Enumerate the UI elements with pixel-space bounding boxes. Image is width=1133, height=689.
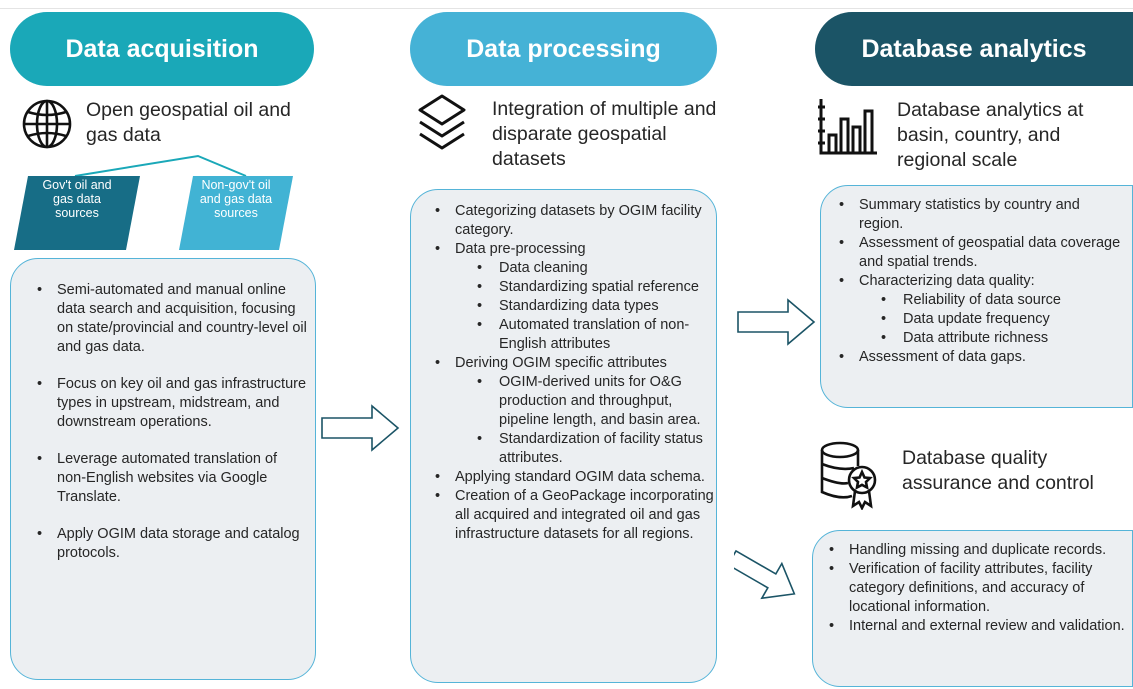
list-item: Deriving OGIM specific attributes OGIM-d…: [433, 354, 715, 468]
list-item: Semi-automated and manual online data se…: [35, 281, 307, 357]
list-item: Handling missing and duplicate records.: [827, 541, 1127, 560]
data-processing-header: Data processing: [410, 12, 717, 86]
database-analytics-title: Database analytics: [861, 34, 1087, 63]
list-item: Verification of facility attributes, fac…: [827, 560, 1127, 617]
acquisition-box: Semi-automated and manual online data se…: [10, 258, 316, 680]
processing-heading: Integration of multiple and disparate ge…: [492, 98, 717, 170]
list-item: Leverage automated translation of non-En…: [35, 450, 307, 507]
sub-list-item: Data attribute richness: [879, 329, 1127, 348]
arrow-acquisition-to-processing: [321, 404, 400, 452]
arrow-processing-to-quality: [734, 549, 796, 600]
list-item: Assessment of data gaps.: [837, 348, 1127, 367]
list-item: Apply OGIM data storage and catalog prot…: [35, 525, 307, 563]
list-item: Assessment of geospatial data coverage a…: [837, 234, 1127, 272]
source-connector: [74, 154, 247, 177]
arrow-processing-to-analytics: [737, 298, 816, 346]
sub-list-item: Automated translation of non-English att…: [475, 316, 715, 354]
nongov-source-label: Non-gov't oil and gas data sources: [199, 178, 273, 220]
processing-list: Categorizing datasets by OGIM facility c…: [433, 202, 715, 544]
sub-list-item: Standardizing spatial reference: [475, 278, 715, 297]
database-badge-icon: [820, 441, 877, 510]
source-shapes: [14, 154, 293, 250]
sub-list-item: Reliability of data source: [879, 291, 1127, 310]
data-processing-title: Data processing: [466, 34, 661, 63]
sub-list-item: OGIM-derived units for O&G production an…: [475, 373, 715, 430]
list-item: Applying standard OGIM data schema.: [433, 468, 715, 487]
top-divider: [0, 8, 1133, 9]
bar-chart-icon: [818, 99, 877, 155]
list-item: Summary statistics by country and region…: [837, 196, 1127, 234]
acquisition-list: Semi-automated and manual online data se…: [35, 281, 307, 581]
gov-source-shape: [14, 176, 140, 250]
nongov-source-shape: [179, 176, 293, 250]
list-item: Categorizing datasets by OGIM facility c…: [433, 202, 715, 240]
acquisition-heading: Open geospatial oil and gas data: [86, 99, 291, 146]
sub-list-item: Data cleaning: [475, 259, 715, 278]
analytics-box: Summary statistics by country and region…: [820, 185, 1133, 408]
gov-source-label: Gov't oil and gas data sources: [42, 178, 112, 220]
sub-list-item: Standardization of facility status attri…: [475, 430, 715, 468]
database-analytics-header: Database analytics: [815, 12, 1133, 86]
quality-list: Handling missing and duplicate records. …: [827, 541, 1127, 636]
quality-heading: Database quality assurance and control: [902, 447, 1094, 494]
list-item: Data pre-processing Data cleaning Standa…: [433, 240, 715, 354]
quality-box: Handling missing and duplicate records. …: [812, 530, 1133, 687]
list-item: Creation of a GeoPackage incorporating a…: [433, 487, 715, 544]
sub-list: OGIM-derived units for O&G production an…: [475, 373, 715, 468]
list-item: Internal and external review and validat…: [827, 617, 1127, 636]
list-item: Focus on key oil and gas infrastructure …: [35, 375, 307, 432]
analytics-heading: Database analytics at basin, country, an…: [897, 99, 1084, 171]
processing-box: Categorizing datasets by OGIM facility c…: [410, 189, 717, 683]
data-acquisition-title: Data acquisition: [65, 34, 259, 63]
sub-list-item: Standardizing data types: [475, 297, 715, 316]
analytics-list: Summary statistics by country and region…: [837, 196, 1127, 367]
sub-list: Reliability of data source Data update f…: [879, 291, 1127, 348]
layers-icon: [418, 94, 466, 150]
globe-icon: [22, 99, 72, 149]
list-item: Characterizing data quality: Reliability…: [837, 272, 1127, 348]
data-acquisition-header: Data acquisition: [10, 12, 314, 86]
sub-list-item: Data update frequency: [879, 310, 1127, 329]
sub-list: Data cleaning Standardizing spatial refe…: [475, 259, 715, 354]
